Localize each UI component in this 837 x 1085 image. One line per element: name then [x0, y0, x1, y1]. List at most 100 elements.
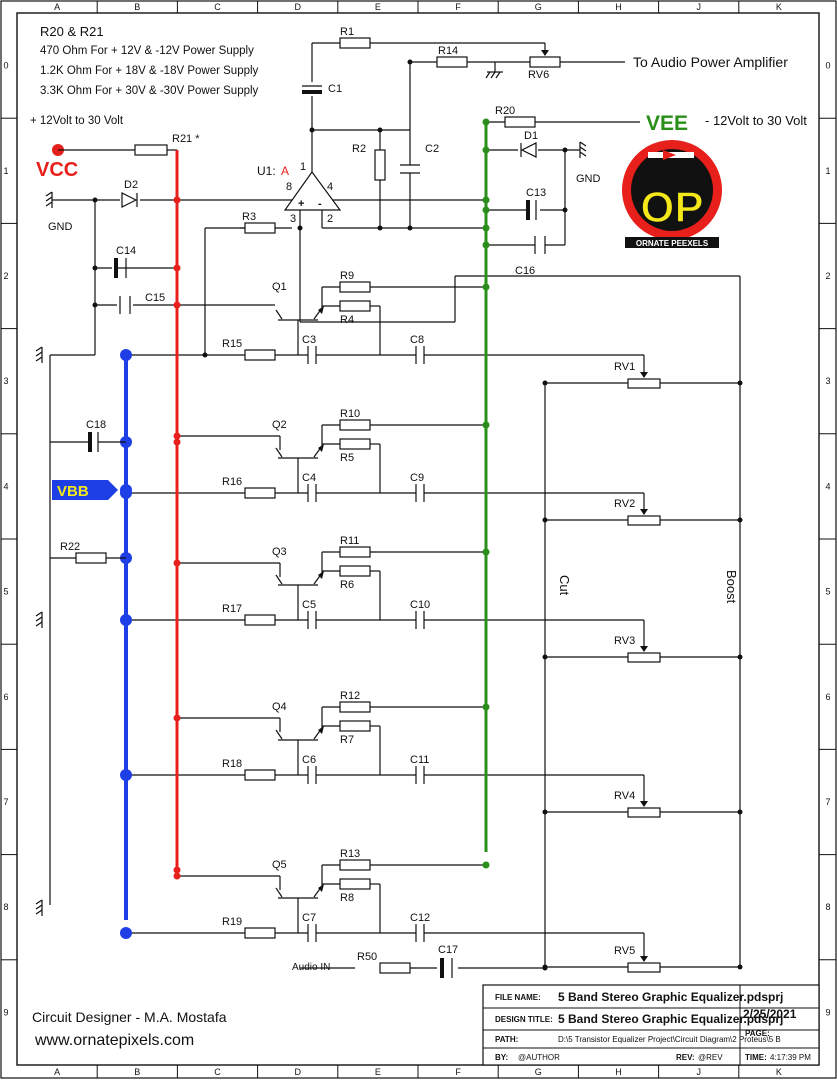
grid-col-bottom-E: E: [375, 1067, 381, 1077]
grid-col-bottom-K: K: [776, 1067, 782, 1077]
capacitor-c5-label: C5: [302, 599, 316, 611]
c14-symbol: C14: [114, 245, 140, 278]
resistor-r11-body: [339, 546, 371, 558]
grid-col-top-C: C: [214, 2, 221, 12]
file-name-label: FILE NAME:: [495, 993, 541, 1002]
title-block: FILE NAME: 5 Band Stereo Graphic Equaliz…: [482, 984, 820, 1066]
capacitor-c6-label: C6: [302, 754, 316, 766]
resistor-r8-label: R8: [340, 892, 354, 904]
c16-label: C16: [515, 265, 535, 277]
website-link[interactable]: www.ornatepixels.com: [34, 1032, 194, 1049]
resistor-r19-body: [244, 927, 276, 939]
resistor-r10-body: [339, 419, 371, 431]
u1-pin-8: 8: [286, 181, 292, 193]
junction-dot: [120, 927, 132, 939]
path-label: PATH:: [495, 1035, 518, 1044]
grid-row-right-7: 7: [825, 797, 830, 807]
gnd-symbol-left: GND: [45, 191, 73, 233]
capacitor-c11-label: C11: [410, 754, 429, 766]
rv6-wiper-icon: [541, 50, 549, 56]
resistor-r6-label: R6: [340, 579, 354, 591]
resistor-r18-body: [244, 769, 276, 781]
d2-label: D2: [124, 179, 138, 191]
c2-label: C2: [425, 143, 439, 155]
capacitor-c3-label: C3: [302, 334, 316, 346]
junction-dot: [173, 872, 181, 880]
wires: [49, 42, 741, 965]
op-amp-u1: 8 4 1 3 2 + - U1: A: [257, 161, 342, 225]
grid-row-left-8: 8: [3, 902, 8, 912]
resistor-r4-body: [339, 300, 371, 312]
potentiometer-rv2-label: RV2: [614, 498, 635, 510]
grid-row-left-3: 3: [3, 376, 8, 386]
logo-caption: ORNATE PEEXELS: [636, 239, 709, 248]
grid-row-left-9: 9: [3, 1007, 8, 1017]
d1-diode-icon: D1: [520, 130, 538, 158]
potentiometer-rv5-label: RV5: [614, 945, 635, 957]
grid-row-right-8: 8: [825, 902, 830, 912]
u1-pin-4: 4: [327, 181, 333, 193]
junction-dot: [482, 861, 490, 869]
r50-body: [379, 962, 411, 974]
c18-symbol: C18: [50, 419, 126, 452]
grid-row-right-2: 2: [825, 271, 830, 281]
grid-col-top-E: E: [375, 2, 381, 12]
resistor-r9-body: [339, 281, 371, 293]
c15-symbol: C15: [119, 292, 165, 314]
resistor-r6-body: [339, 565, 371, 577]
junction-dot: [542, 654, 548, 660]
u1-pin-2: 2: [327, 213, 333, 225]
junction-dot: [120, 769, 132, 781]
gnd-symbol-3: [35, 346, 43, 363]
junction-dot: [407, 225, 413, 231]
note-heading: R20 & R21: [40, 24, 104, 39]
grid-col-bottom-J: J: [696, 1067, 701, 1077]
junction-dot: [173, 866, 181, 874]
junction-dot: [120, 349, 132, 361]
gnd-symbol-5: [35, 611, 43, 628]
r2-body: [374, 149, 386, 181]
junction-dot: [173, 301, 181, 309]
junction-dot: [482, 703, 490, 711]
vee-range-label: - 12Volt to 30 Volt: [705, 113, 807, 128]
note-line-2: 1.2K Ohm For + 18V & -18V Power Supply: [40, 65, 259, 77]
resistor-r5-label: R5: [340, 452, 354, 464]
u1-pin-3: 3: [290, 213, 296, 225]
c1-label: C1: [328, 83, 342, 95]
rev-label: REV:: [676, 1053, 695, 1062]
time-label: TIME:: [745, 1053, 767, 1062]
junction-dot: [542, 517, 548, 523]
pot-buses: [300, 382, 740, 969]
transistor-lead: [275, 309, 283, 320]
junction-dot: [173, 264, 181, 272]
junction-dot: [297, 225, 303, 231]
grid-col-top-D: D: [294, 2, 301, 12]
grid-col-top-K: K: [776, 2, 782, 12]
junction-dot: [173, 438, 181, 446]
c18-label: C18: [86, 419, 106, 431]
design-title-label: DESIGN TITLE:: [495, 1015, 553, 1024]
audio-in-label: Audio IN: [292, 962, 330, 973]
grid-col-top-G: G: [535, 2, 542, 12]
r1-body: [339, 37, 371, 49]
junction-dot: [482, 224, 490, 232]
note-line-1: 470 Ohm For + 12V & -12V Power Supply: [40, 45, 254, 57]
c13-symbol: C13: [526, 187, 546, 220]
resistor-r7-body: [339, 720, 371, 732]
gnd-symbol-right: GND: [576, 141, 601, 185]
junction-dot: [482, 146, 490, 154]
r2-label: R2: [352, 143, 366, 155]
gnd-label-right: GND: [576, 173, 601, 185]
resistor-r8-body: [339, 878, 371, 890]
grid-row-left-0: 0: [3, 61, 8, 71]
junction-dot: [737, 654, 743, 660]
capacitor-c7-label: C7: [302, 912, 316, 924]
junction-dot: [562, 147, 568, 153]
gnd-symbol-rv6: [485, 71, 503, 79]
grid-row-right-1: 1: [825, 166, 830, 176]
junction-dot: [482, 283, 490, 291]
